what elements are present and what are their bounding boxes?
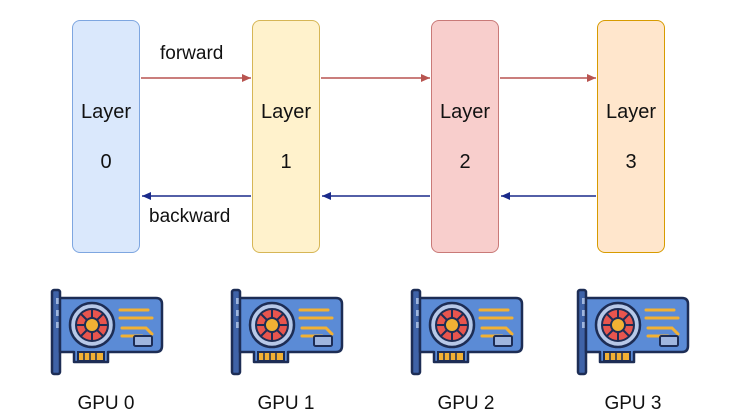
graphics-card-icon — [230, 288, 344, 376]
layer-box-2: Layer 2 — [431, 20, 499, 253]
layer-box-0: Layer 0 — [72, 20, 140, 253]
gpu-label-0: GPU 0 — [77, 393, 135, 414]
graphics-card-icon — [576, 288, 690, 376]
layer-word: Layer — [439, 101, 491, 123]
forward-label: forward — [160, 43, 224, 64]
layer-number: 2 — [459, 151, 471, 173]
layer-number: 0 — [100, 151, 112, 173]
graphics-card-icon — [410, 288, 524, 376]
layer-word: Layer — [605, 101, 657, 123]
layer-word: Layer — [260, 101, 312, 123]
gpu-label-3: GPU 3 — [604, 393, 662, 414]
layer-number: 1 — [280, 151, 292, 173]
layer-word: Layer — [80, 101, 132, 123]
gpu-label-2: GPU 2 — [437, 393, 495, 414]
layer-box-3: Layer 3 — [597, 20, 665, 253]
layer-number: 3 — [625, 151, 637, 173]
layer-box-1: Layer 1 — [252, 20, 320, 253]
backward-label: backward — [149, 206, 231, 227]
graphics-card-icon — [50, 288, 164, 376]
gpu-label-1: GPU 1 — [257, 393, 315, 414]
